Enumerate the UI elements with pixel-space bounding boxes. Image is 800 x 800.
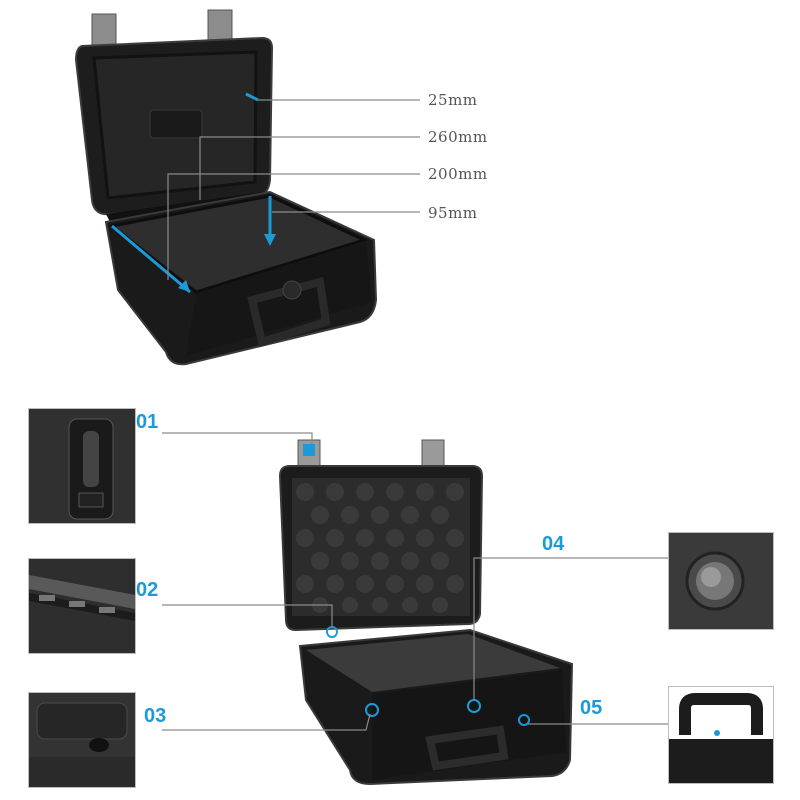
feature-latch-left-accent xyxy=(303,444,315,456)
dim-arrow-length xyxy=(111,224,191,294)
dimension-lid-depth: 25mm xyxy=(428,91,478,109)
marker-lock-hole xyxy=(365,703,379,717)
dimension-length: 260mm xyxy=(428,128,488,146)
leader-length xyxy=(199,136,420,200)
foam-base-handle xyxy=(425,725,509,771)
marker-handle xyxy=(518,714,530,726)
case-front xyxy=(186,242,372,356)
detail-valve-thumbnail xyxy=(668,532,774,630)
detail-latch-thumbnail xyxy=(28,408,136,524)
hinge-detail-icon xyxy=(29,559,135,653)
leader-03 xyxy=(162,713,371,731)
case-dimension-illustration xyxy=(74,9,420,366)
dimension-base-depth: 95mm xyxy=(428,204,478,222)
egg-crate-foam xyxy=(292,478,470,616)
pressure-valve-detail-icon xyxy=(669,533,773,629)
top-latch-right xyxy=(207,9,233,45)
lock-hole-detail-icon xyxy=(29,693,135,787)
dim-arrowhead-length xyxy=(178,280,190,292)
detail-hinge-thumbnail xyxy=(28,558,136,654)
top-latch-left xyxy=(91,13,117,49)
callout-03: 03 xyxy=(144,705,167,727)
detail-handle-thumbnail xyxy=(668,686,774,784)
latch-detail-icon xyxy=(29,409,135,523)
leader-04 xyxy=(473,557,668,700)
dimension-width: 200mm xyxy=(428,165,488,183)
leader-02 xyxy=(162,604,333,628)
callout-04: 04 xyxy=(542,533,565,555)
lid-recess xyxy=(149,109,203,139)
case-feature-illustration xyxy=(162,432,668,786)
pick-pluck-foam xyxy=(306,634,560,692)
pressure-valve xyxy=(282,280,302,300)
callout-01: 01 xyxy=(136,411,159,433)
callout-05: 05 xyxy=(580,697,603,719)
handle-detail-icon xyxy=(669,687,773,783)
callout-02: 02 xyxy=(136,579,159,601)
foam-pattern xyxy=(296,483,464,613)
detail-lock-hole-thumbnail xyxy=(28,692,136,788)
leader-01 xyxy=(162,432,313,444)
dim-arrowhead-depth xyxy=(264,234,276,246)
foam-base-front xyxy=(372,670,566,780)
leader-width xyxy=(167,173,420,280)
dim-arrow-lid xyxy=(245,92,259,102)
